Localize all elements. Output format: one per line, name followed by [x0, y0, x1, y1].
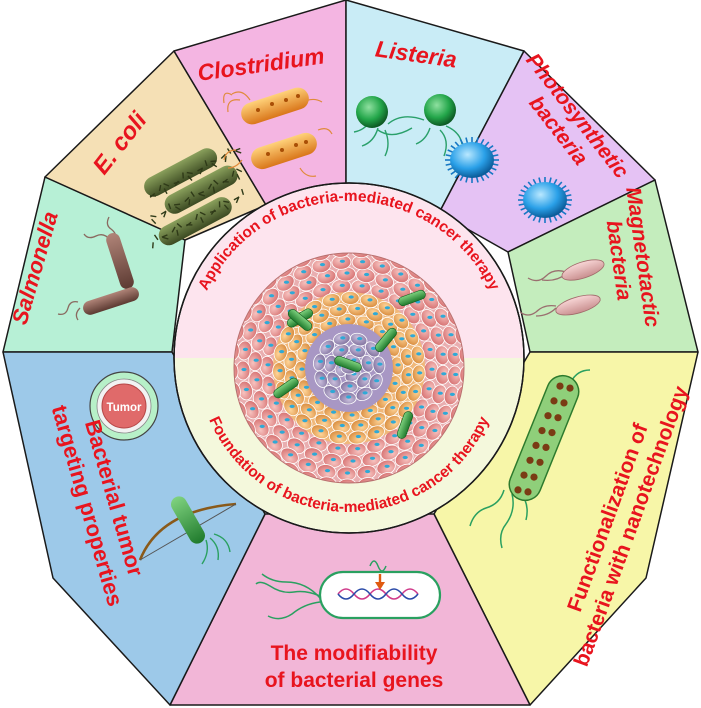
ecoli-bacteria-illustration	[144, 147, 245, 249]
nanotech-bacterium-illustration	[469, 369, 591, 549]
magnetotactic-bacteria-illustration	[519, 259, 605, 317]
tumor-target-illustration: Tumor	[89, 371, 159, 441]
clostridium-bacteria-illustration	[223, 87, 333, 177]
gene-modification-illustration	[255, 560, 442, 620]
bow-bacterium-illustration	[138, 496, 237, 565]
tumor-label: Tumor	[107, 402, 142, 414]
photosynthetic-bacteria-illustration	[445, 137, 572, 223]
salmonella-bacteria-illustration	[57, 216, 139, 321]
